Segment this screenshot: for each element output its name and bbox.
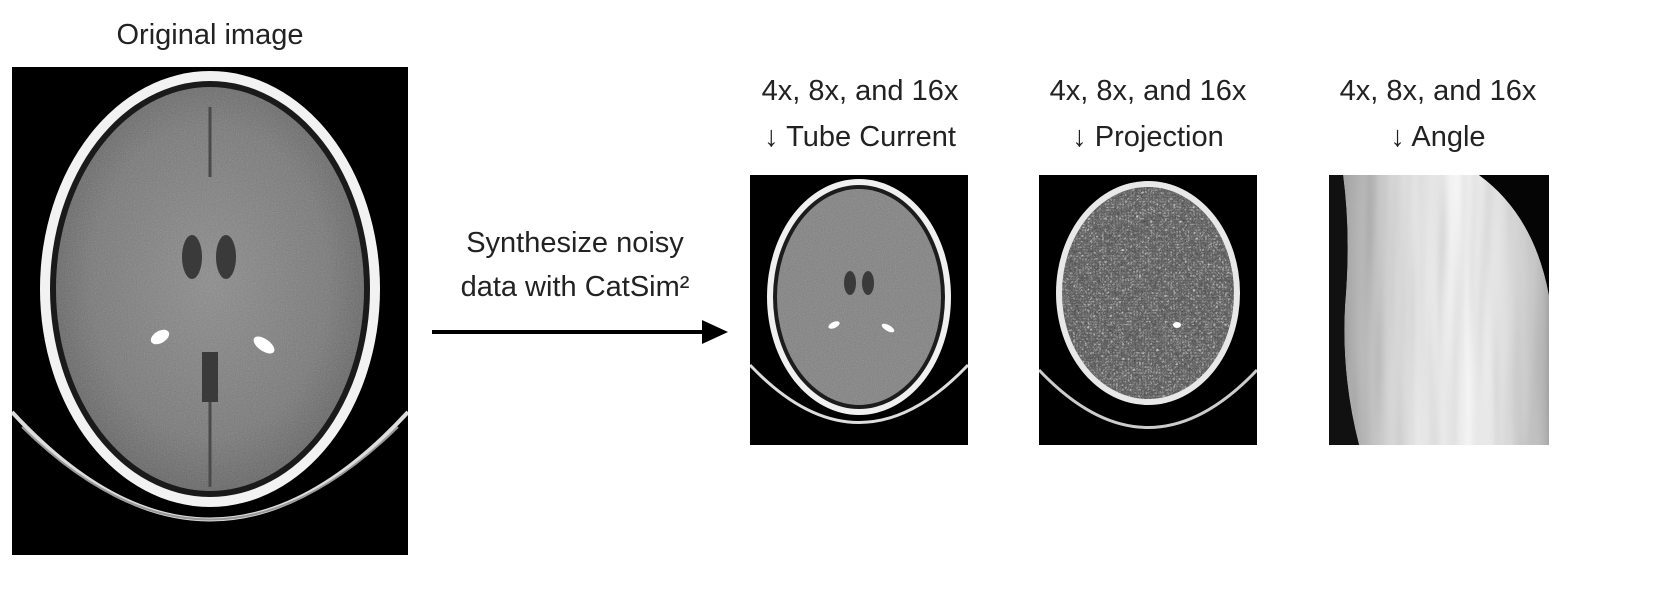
- angle-ct-graphic: [1329, 175, 1549, 445]
- original-ct-graphic: [12, 67, 408, 555]
- tube-current-ct-image: [750, 175, 968, 445]
- angle-ct-image: [1329, 175, 1549, 445]
- tube-current-label-line2: ↓ Tube Current: [722, 116, 998, 158]
- arrow-label-line2: data with CatSim²: [430, 266, 720, 308]
- projection-label-line2: ↓ Projection: [1010, 116, 1286, 158]
- projection-label-line1: 4x, 8x, and 16x: [1010, 70, 1286, 112]
- synthesis-arrow: [432, 318, 728, 346]
- angle-label-line2: ↓ Angle: [1300, 116, 1576, 158]
- projection-ct-graphic: [1039, 175, 1257, 445]
- angle-label-line1: 4x, 8x, and 16x: [1300, 70, 1576, 112]
- projection-ct-image: [1039, 175, 1257, 445]
- original-ct-image: [12, 67, 408, 555]
- arrow-label-line1: Synthesize noisy: [430, 222, 720, 264]
- tube-current-ct-graphic: [750, 175, 968, 445]
- original-image-title: Original image: [20, 14, 400, 56]
- tube-current-label-line1: 4x, 8x, and 16x: [722, 70, 998, 112]
